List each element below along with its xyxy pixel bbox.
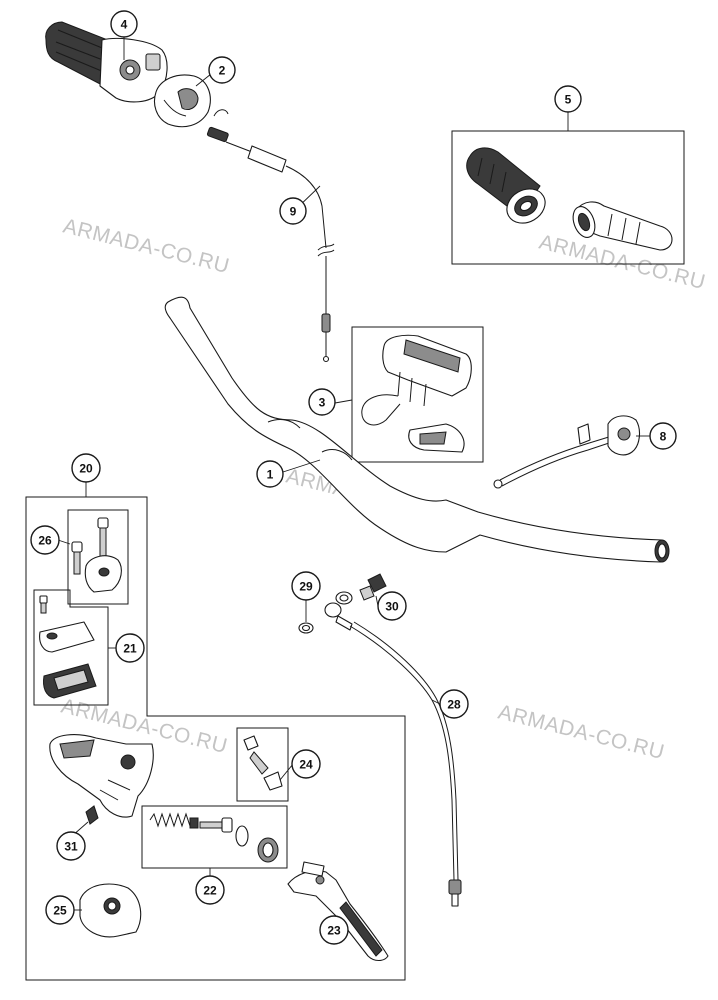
svg-text:29: 29	[299, 580, 313, 594]
svg-text:21: 21	[123, 642, 137, 656]
adjuster-screw	[85, 805, 99, 825]
callout-21: 21	[115, 633, 145, 663]
callout-9: 9	[279, 197, 307, 225]
svg-text:1: 1	[267, 468, 274, 482]
callout-30: 30	[377, 591, 407, 621]
svg-text:9: 9	[290, 205, 297, 219]
svg-text:8: 8	[660, 430, 667, 444]
frame-reservoir-21	[33, 589, 109, 706]
throttle-grip	[45, 21, 168, 103]
banjo-bolt	[359, 573, 387, 601]
callout-5: 5	[554, 85, 582, 113]
clutch-master-cylinder	[49, 734, 154, 818]
clamp-with-screws	[71, 517, 122, 593]
svg-text:4: 4	[121, 18, 128, 32]
svg-text:22: 22	[203, 884, 217, 898]
frame-clutch-assembly-20	[25, 496, 406, 981]
callout-29: 29	[291, 571, 321, 601]
watermark-5: ARMADA-CO.RU	[496, 701, 667, 765]
svg-text:30: 30	[385, 600, 399, 614]
svg-text:26: 26	[38, 534, 52, 548]
callout-25: 25	[45, 895, 75, 925]
grip-pair	[466, 147, 673, 251]
handlebar-switch-cable	[493, 415, 641, 489]
callout-2: 2	[208, 56, 236, 84]
clutch-lever	[287, 861, 389, 962]
svg-text:5: 5	[565, 93, 572, 107]
callout-3: 3	[308, 388, 336, 416]
frame-bleed-24	[236, 727, 289, 802]
callout-1: 1	[256, 460, 284, 488]
svg-text:2: 2	[219, 64, 226, 78]
kill-switch	[361, 334, 472, 453]
reservoir-cover-kit	[39, 595, 97, 699]
callout-22: 22	[195, 875, 225, 905]
svg-text:23: 23	[327, 924, 341, 938]
callout-20: 20	[71, 453, 101, 483]
frame-piston-22	[141, 805, 288, 869]
clutch-hose	[324, 602, 462, 907]
svg-text:31: 31	[64, 840, 78, 854]
washers	[298, 591, 353, 634]
bleed-screw	[243, 735, 283, 791]
piston-kit	[149, 812, 279, 863]
svg-text:28: 28	[447, 698, 461, 712]
svg-text:3: 3	[319, 396, 326, 410]
svg-text:25: 25	[53, 904, 67, 918]
callout-24: 24	[291, 749, 321, 779]
svg-text:24: 24	[299, 758, 313, 772]
callout-8: 8	[649, 422, 677, 450]
callout-4: 4	[110, 10, 138, 38]
callout-26: 26	[30, 525, 60, 555]
watermark-1: ARMADA-CO.RU	[61, 215, 232, 279]
handlebar	[164, 296, 670, 563]
frame-screws-26	[67, 509, 129, 605]
lever-protector	[79, 883, 142, 938]
callout-23: 23	[319, 915, 349, 945]
svg-text:20: 20	[79, 462, 93, 476]
throttle-cable	[206, 109, 335, 363]
callout-31: 31	[56, 831, 86, 861]
throttle-cover	[153, 74, 211, 128]
callout-28: 28	[439, 689, 469, 719]
frame-switch-3	[351, 326, 484, 463]
